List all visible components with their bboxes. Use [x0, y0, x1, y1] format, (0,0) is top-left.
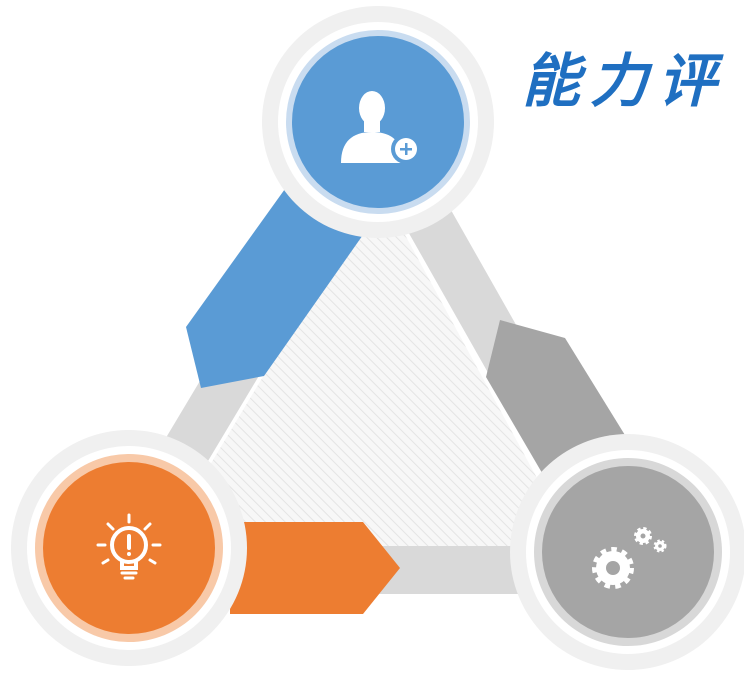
- lightbulb-icon: [96, 513, 162, 580]
- node-top: [262, 6, 494, 238]
- gray-arrow: [486, 320, 628, 478]
- gears-icon: [592, 527, 667, 589]
- title: 能力评: [522, 47, 727, 115]
- node-left: [11, 430, 247, 666]
- node-right: [510, 434, 744, 670]
- add-user-icon: [341, 91, 421, 164]
- orange-arrow: [230, 522, 400, 614]
- triangle-fill: [162, 185, 575, 548]
